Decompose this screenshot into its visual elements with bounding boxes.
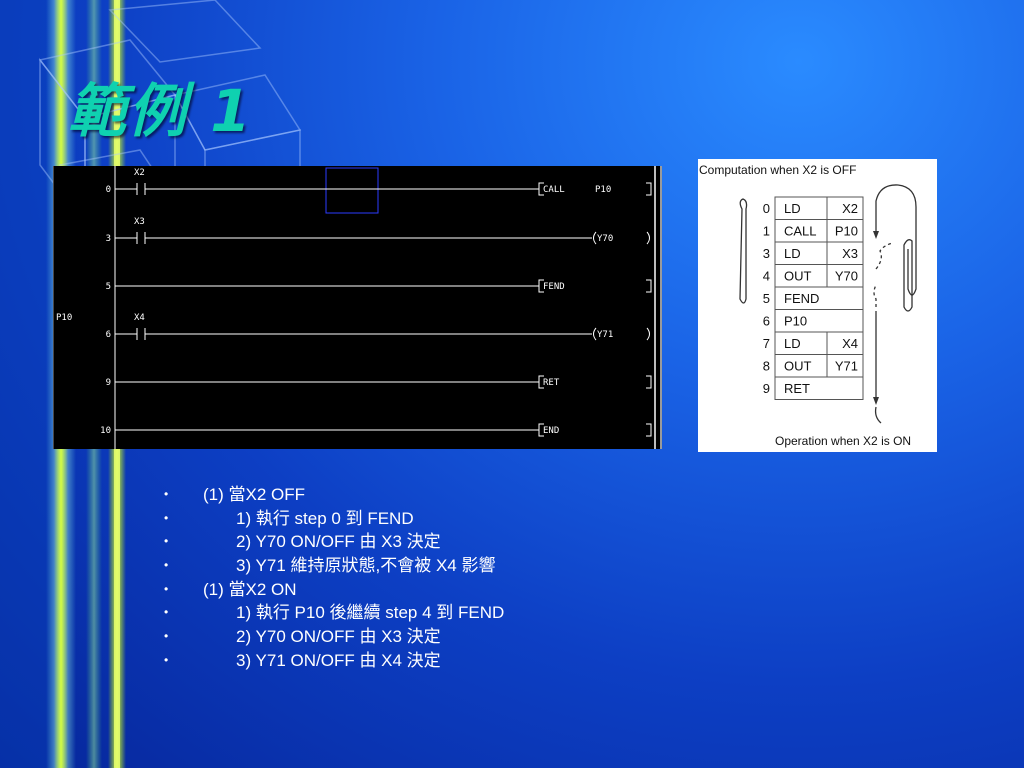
- instruction-label: CALL: [543, 185, 565, 195]
- rung-step-number: 10: [100, 426, 111, 436]
- table-instruction: CALL: [784, 224, 817, 239]
- bullet-dot: •: [164, 605, 169, 620]
- bullet-dot: •: [164, 487, 169, 501]
- instruction-label: RET: [543, 378, 560, 388]
- flow-path-dashed: [875, 242, 894, 270]
- rung-step-number: 6: [106, 330, 111, 340]
- table-row: [774, 376, 864, 400]
- slide-title: 範例 1: [68, 77, 253, 145]
- table-instruction: LD: [784, 246, 801, 261]
- bullet-text: 2) Y70 ON/OFF 由 X3 決定: [236, 532, 441, 552]
- instruction-bracket-close: [646, 279, 652, 293]
- table-instruction: OUT: [784, 269, 812, 284]
- table-operand: X3: [842, 246, 858, 261]
- pointer-label: P10: [56, 313, 72, 323]
- coil-symbol-left: [593, 327, 597, 341]
- table-step-number: 0: [763, 201, 770, 216]
- table-instruction: LD: [784, 201, 801, 216]
- table-step-number: 1: [763, 224, 770, 239]
- rung-step-number: 0: [106, 185, 111, 195]
- table-step-number: 5: [763, 291, 770, 306]
- instruction-list-panel: Computation when X2 is OFF Operation when…: [698, 159, 937, 452]
- coil-symbol-right: [646, 327, 650, 341]
- coil-label: Y71: [597, 330, 613, 340]
- instruction-bracket-open: [538, 182, 544, 196]
- rung-step-number: 9: [106, 378, 111, 388]
- table-operand: X4: [842, 336, 858, 351]
- table-operand: X2: [842, 201, 858, 216]
- bullet-text: (1) 當X2 ON: [203, 579, 297, 599]
- flow-loop-off: [739, 198, 748, 304]
- table-instruction: RET: [784, 381, 810, 396]
- coil-symbol-left: [593, 231, 597, 245]
- flow-arrowhead: [873, 397, 879, 405]
- bullet-dot: •: [164, 558, 169, 573]
- table-step-number: 3: [763, 246, 770, 261]
- instruction-bracket-close: [646, 375, 652, 389]
- flow-path-dashed-lower: [873, 284, 877, 307]
- rung-step-number: 3: [106, 234, 111, 244]
- table-instruction: P10: [784, 314, 807, 329]
- bullet-text: 3) Y71 維持原狀態,不會被 X4 影響: [236, 556, 496, 576]
- bullet-dot: •: [164, 581, 169, 596]
- caption-x2-off: Computation when X2 is OFF: [699, 163, 856, 177]
- table-instruction: FEND: [784, 291, 819, 306]
- table-step-number: 9: [763, 381, 770, 396]
- instruction-label: FEND: [543, 282, 565, 292]
- caption-x2-on: Operation when X2 is ON: [775, 434, 911, 448]
- instruction-operand: P10: [595, 185, 611, 195]
- coil-label: Y70: [597, 234, 613, 244]
- instruction-label: END: [543, 426, 559, 436]
- bullet-text: 2) Y70 ON/OFF 由 X3 決定: [236, 627, 441, 647]
- ladder-cursor-box: [325, 167, 379, 214]
- flow-arrowhead: [873, 231, 879, 239]
- table-operand: Y70: [835, 269, 858, 284]
- rung-step-number: 5: [106, 282, 111, 292]
- table-operand: P10: [835, 224, 858, 239]
- instruction-bracket-close: [646, 423, 652, 437]
- instruction-bracket-open: [538, 423, 544, 437]
- table-operand: Y71: [835, 359, 858, 374]
- bullet-dot: •: [164, 629, 169, 644]
- flow-path-return: [874, 406, 882, 424]
- table-step-number: 4: [763, 269, 770, 284]
- bullet-text: (1) 當X2 OFF: [203, 485, 306, 504]
- coil-symbol-right: [646, 231, 650, 245]
- instruction-bracket-open: [538, 375, 544, 389]
- table-instruction: LD: [784, 336, 801, 351]
- bullet-dot: •: [164, 510, 169, 525]
- table-instruction: OUT: [784, 359, 812, 374]
- contact-label: X2: [134, 168, 145, 178]
- table-step-number: 8: [763, 359, 770, 374]
- table-step-number: 7: [763, 336, 770, 351]
- bullet-dot: •: [164, 534, 169, 549]
- table-step-number: 6: [763, 314, 770, 329]
- instruction-list-diagram: Computation when X2 is OFF Operation when…: [699, 163, 917, 448]
- contact-label: X4: [134, 313, 145, 323]
- bullet-text: 3) Y71 ON/OFF 由 X4 決定: [236, 650, 441, 670]
- bullet-text: 1) 執行 P10 後繼續 step 4 到 FEND: [236, 603, 505, 623]
- instruction-bracket-close: [646, 182, 652, 196]
- contact-label: X3: [134, 217, 145, 227]
- instruction-bracket-open: [538, 279, 544, 293]
- flow-loop-on: [903, 239, 913, 312]
- bullet-text: 1) 執行 step 0 到 FEND: [236, 508, 414, 528]
- bullet-dot: •: [164, 652, 169, 667]
